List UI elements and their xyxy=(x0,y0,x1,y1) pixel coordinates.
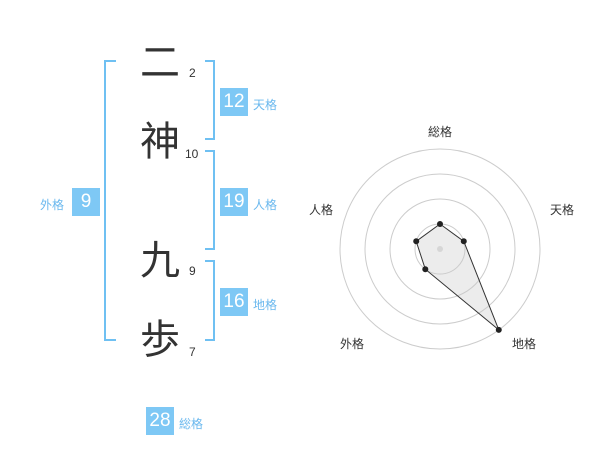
gaikaku-bracket-vertical xyxy=(104,60,106,341)
stroke-count-3: 9 xyxy=(189,264,196,278)
gaikaku-bracket-bottom xyxy=(104,339,116,341)
tenkaku-bracket-vertical xyxy=(213,60,215,140)
gaikaku-value: 9 xyxy=(72,188,100,216)
stroke-count-1: 2 xyxy=(189,66,196,80)
stroke-count-2: 10 xyxy=(185,147,199,161)
jinkaku-bracket-vertical xyxy=(213,150,215,250)
name-char-4: 歩 xyxy=(140,317,180,363)
radar-ring-3 xyxy=(364,173,516,325)
chikaku-value: 16 xyxy=(220,288,248,316)
jinkaku-bracket-bottom xyxy=(205,248,215,250)
jinkaku-value: 19 xyxy=(220,188,248,216)
radar-ring-4 xyxy=(339,148,541,350)
radar-point-3 xyxy=(422,266,429,273)
chikaku-label: 地格 xyxy=(253,298,278,312)
radar-axis-label-jinkaku: 人格 xyxy=(309,203,334,217)
radar-center-dot xyxy=(437,246,443,252)
gaikaku-label: 外格 xyxy=(40,198,65,212)
radar-ring-2 xyxy=(389,198,491,300)
gaikaku-bracket-top xyxy=(104,60,116,62)
radar-axis-label-gaikaku: 外格 xyxy=(340,337,365,351)
soukaku-value: 28 xyxy=(146,407,174,435)
jinkaku-label: 人格 xyxy=(253,198,278,212)
name-char-1: 二 xyxy=(140,40,180,86)
name-char-3: 九 xyxy=(140,238,180,284)
tenkaku-bracket-bottom xyxy=(205,138,215,140)
chikaku-bracket-bottom xyxy=(205,339,215,341)
radar-axis-label-chikaku: 地格 xyxy=(512,337,537,351)
radar-point-2 xyxy=(495,326,502,333)
radar-axis-label-tenkaku: 天格 xyxy=(550,203,575,217)
stroke-count-4: 7 xyxy=(189,345,196,359)
radar-point-4 xyxy=(413,238,420,245)
chikaku-bracket-top xyxy=(205,260,215,262)
radar-point-1 xyxy=(460,238,467,245)
radar-axis-label-soukaku: 総格 xyxy=(428,125,453,139)
radar-point-0 xyxy=(437,221,443,227)
tenkaku-bracket-top xyxy=(205,60,215,62)
tenkaku-value: 12 xyxy=(220,88,248,116)
jinkaku-bracket-top xyxy=(205,150,215,152)
soukaku-label: 総格 xyxy=(179,417,204,431)
radar-series-polygon xyxy=(415,223,500,331)
name-char-2: 神 xyxy=(140,119,180,165)
tenkaku-label: 天格 xyxy=(253,98,278,112)
chikaku-bracket-vertical xyxy=(213,260,215,341)
